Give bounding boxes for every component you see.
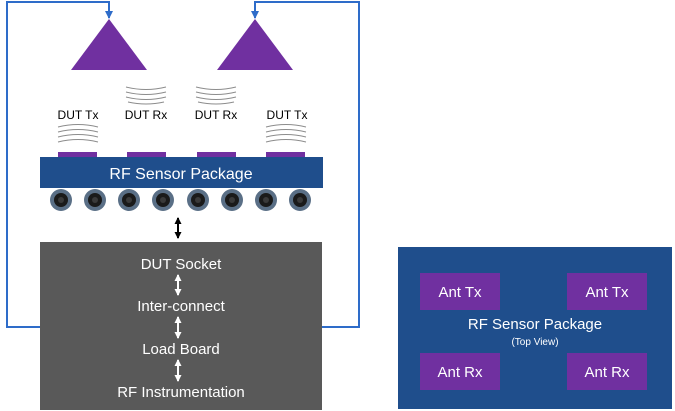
ant-rx-2-label: Ant Rx	[584, 364, 630, 381]
solder-ball	[255, 189, 277, 211]
antenna-label-2: DUT Rx	[125, 108, 167, 122]
wave-icon-tx-right	[265, 124, 307, 143]
wave-icon-rx-right	[195, 86, 237, 105]
antenna-label-1: DUT Tx	[58, 108, 99, 122]
ant-tx-1-box	[420, 273, 500, 310]
solder-ball	[152, 189, 174, 211]
package-pad-2	[127, 152, 166, 157]
stack-label-dut-socket: DUT Socket	[141, 256, 222, 273]
solder-ball	[118, 189, 140, 211]
solder-ball	[187, 189, 209, 211]
stack-label-rf-instrumentation: RF Instrumentation	[117, 384, 245, 401]
package-label: RF Sensor Package	[109, 166, 252, 183]
rf-sensor-package-bar	[40, 157, 323, 188]
antenna-label-3: DUT Rx	[195, 108, 237, 122]
ant-rx-2-box	[567, 353, 647, 390]
solder-ball	[50, 189, 72, 211]
right-signal-path	[251, 1, 360, 328]
solder-ball	[289, 189, 311, 211]
package-pad-1	[58, 152, 97, 157]
ant-rx-1-box	[420, 353, 500, 390]
antenna-label-4: DUT Tx	[267, 108, 308, 122]
ant-rx-1-label: Ant Rx	[437, 364, 483, 381]
wave-icon-tx-left	[57, 124, 99, 143]
wave-icon-rx-left	[125, 86, 167, 105]
stack-label-interconnect: Inter-connect	[137, 298, 225, 315]
package-pad-4	[266, 152, 305, 157]
right-antenna-triangle	[217, 19, 293, 70]
solder-ball	[221, 189, 243, 211]
package-pad-3	[197, 152, 236, 157]
left-signal-path	[6, 1, 113, 328]
solder-ball	[84, 189, 106, 211]
ant-tx-1-label: Ant Tx	[438, 284, 482, 301]
ant-tx-2-label: Ant Tx	[585, 284, 629, 301]
ant-tx-2-box	[567, 273, 647, 310]
left-antenna-triangle	[71, 19, 147, 70]
top-view-title: RF Sensor Package	[468, 316, 602, 333]
top-view-subtitle: (Top View)	[511, 337, 558, 348]
solder-balls	[50, 189, 311, 211]
stack-label-load-board: Load Board	[142, 341, 220, 358]
